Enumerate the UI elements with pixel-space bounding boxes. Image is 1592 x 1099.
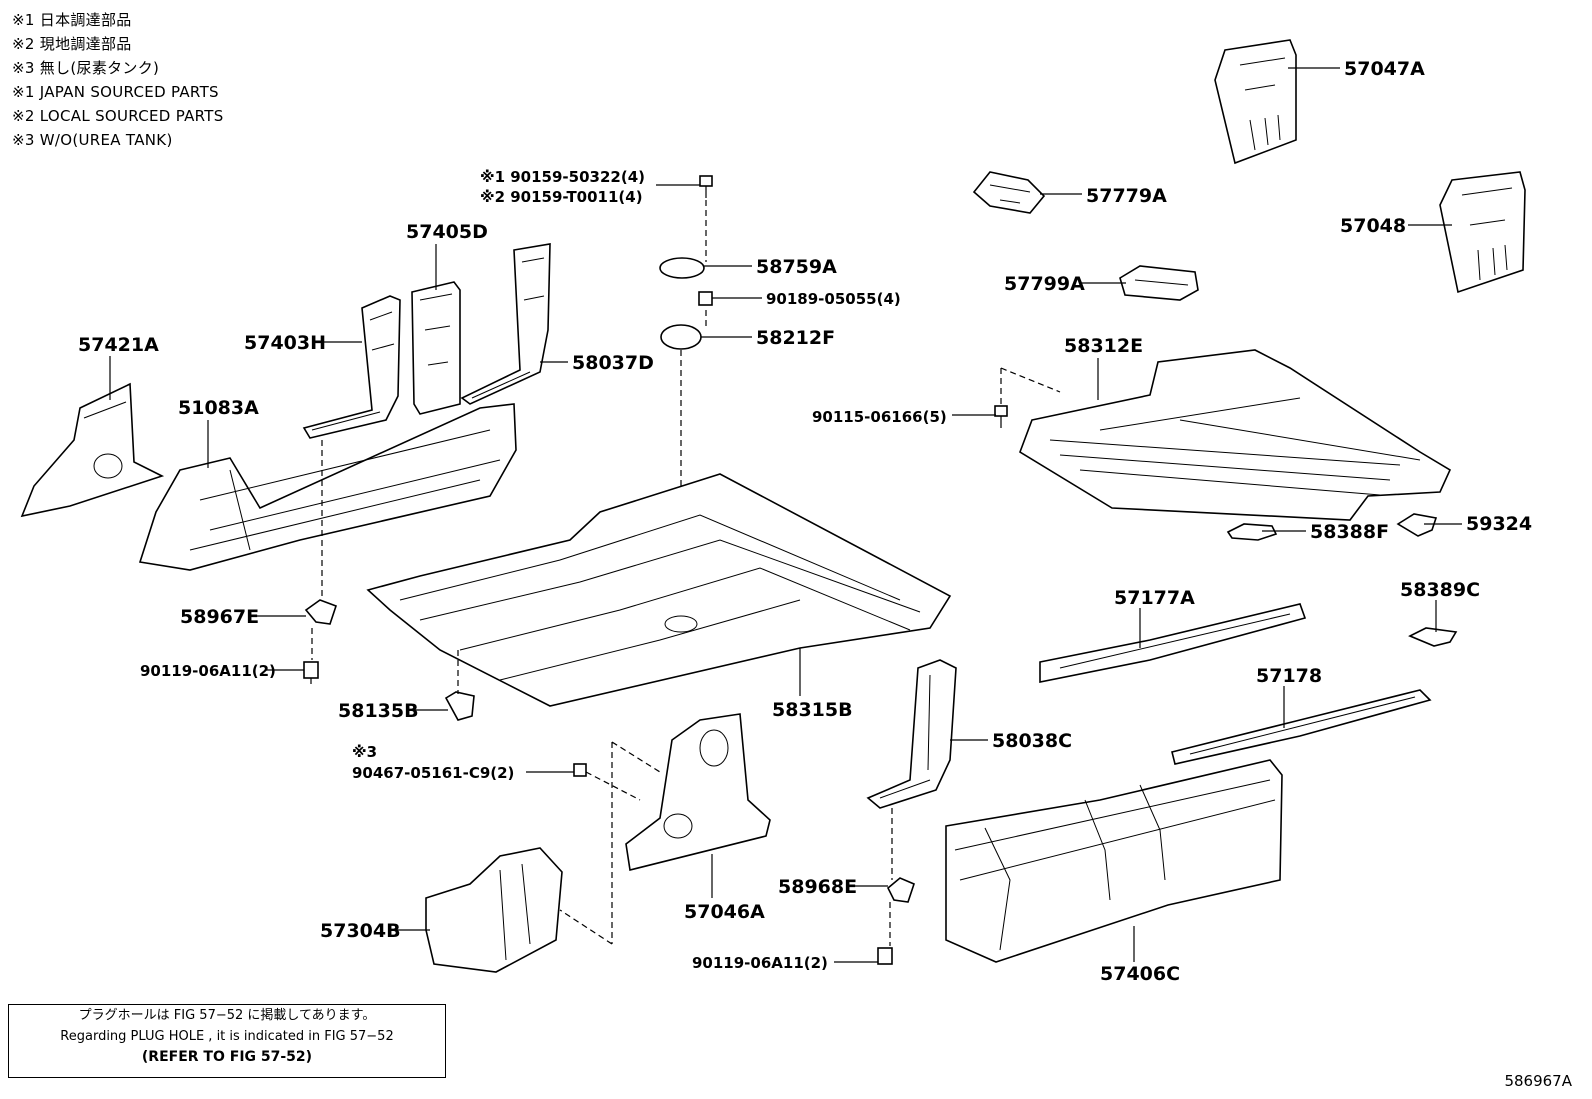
label-58135B[interactable]: 58135B	[338, 700, 419, 722]
legend-line: ※2 現地調達部品	[12, 35, 132, 53]
label-57421A[interactable]: 57421A	[78, 334, 159, 356]
legend-line: ※3 W/O(UREA TANK)	[12, 131, 173, 149]
label-57047A[interactable]: 57047A	[1344, 58, 1425, 80]
part-57047A-drawing[interactable]	[1214, 39, 1297, 165]
part-51083A-drawing[interactable]	[138, 403, 517, 571]
part-58968E-drawing[interactable]	[887, 877, 915, 903]
part-57421A-drawing[interactable]	[20, 382, 165, 518]
label-58967E[interactable]: 58967E	[180, 606, 259, 628]
legend: ※1 日本調達部品 ※2 現地調達部品 ※3 無し(尿素タンク) ※1 JAPA…	[12, 8, 224, 152]
part-58389C-drawing[interactable]	[1408, 627, 1458, 647]
label-58315B[interactable]: 58315B	[772, 699, 853, 721]
part-58135B-drawing[interactable]	[444, 691, 475, 721]
part-58967E-drawing[interactable]	[304, 599, 338, 625]
label-90119-06A11-a[interactable]: 90119-06A11(2)	[140, 662, 276, 680]
part-57799A-drawing[interactable]	[1119, 265, 1199, 301]
part-58212F-drawing[interactable]	[660, 324, 702, 350]
label-57177A[interactable]: 57177A	[1114, 587, 1195, 609]
label-51083A[interactable]: 51083A	[178, 397, 259, 419]
label-90467-05161-C9[interactable]: 90467-05161-C9(2)	[352, 764, 514, 782]
label-57405D[interactable]: 57405D	[406, 221, 488, 243]
label-58388F[interactable]: 58388F	[1310, 521, 1389, 543]
label-90159-T0011[interactable]: ※2 90159-T0011(4)	[480, 188, 643, 206]
label-90115-06166[interactable]: 90115-06166(5)	[812, 408, 947, 426]
part-58759A-drawing[interactable]	[659, 257, 705, 279]
label-57799A[interactable]: 57799A	[1004, 273, 1085, 295]
label-57048[interactable]: 57048	[1340, 215, 1406, 237]
label-57406C[interactable]: 57406C	[1100, 963, 1180, 985]
bolt-90159-drawing[interactable]	[699, 175, 713, 198]
label-57178[interactable]: 57178	[1256, 665, 1322, 687]
part-57048-drawing[interactable]	[1439, 171, 1526, 294]
part-57178-drawing[interactable]	[1171, 689, 1432, 765]
legend-line: ※2 LOCAL SOURCED PARTS	[12, 107, 224, 125]
label-58968E[interactable]: 58968E	[778, 876, 857, 898]
label-58037D[interactable]: 58037D	[572, 352, 654, 374]
label-59324[interactable]: 59324	[1466, 513, 1532, 535]
label-58759A[interactable]: 58759A	[756, 256, 837, 278]
part-57177A-drawing[interactable]	[1039, 603, 1307, 683]
label-57403H[interactable]: 57403H	[244, 332, 326, 354]
part-57046A-drawing[interactable]	[625, 713, 771, 871]
note-jp: プラグホールは FIG 57−52 に掲載してあります。	[78, 1008, 376, 1023]
part-57779A-drawing[interactable]	[972, 171, 1046, 214]
figure-id: 586967A	[1504, 1072, 1572, 1090]
legend-line: ※1 日本調達部品	[12, 11, 132, 29]
note-en: Regarding PLUG HOLE , it is indicated in…	[60, 1029, 394, 1044]
part-57403H-drawing[interactable]	[302, 295, 401, 439]
bolt-90189-drawing[interactable]	[698, 291, 713, 306]
label-57304B[interactable]: 57304B	[320, 920, 401, 942]
bolt-90115-drawing[interactable]	[994, 405, 1008, 428]
label-note-3: ※3	[352, 743, 377, 761]
label-58389C[interactable]: 58389C	[1400, 579, 1480, 601]
label-57779A[interactable]: 57779A	[1086, 185, 1167, 207]
part-59324-drawing[interactable]	[1396, 513, 1438, 537]
part-57304B-drawing[interactable]	[425, 847, 563, 973]
legend-line: ※1 JAPAN SOURCED PARTS	[12, 83, 219, 101]
label-90119-06A11-b[interactable]: 90119-06A11(2)	[692, 954, 828, 972]
bolt-90119a-drawing[interactable]	[303, 661, 319, 684]
bolt-90467-drawing[interactable]	[573, 763, 587, 777]
label-58212F[interactable]: 58212F	[756, 327, 835, 349]
part-58038C-drawing[interactable]	[866, 659, 957, 809]
plug-hole-note: プラグホールは FIG 57−52 に掲載してあります。 Regarding P…	[8, 1004, 446, 1078]
part-58037D-drawing[interactable]	[460, 243, 551, 405]
part-58388F-drawing[interactable]	[1226, 523, 1278, 541]
part-57405D-drawing[interactable]	[411, 281, 461, 415]
part-57406C-drawing[interactable]	[945, 759, 1283, 963]
legend-line: ※3 無し(尿素タンク)	[12, 59, 160, 77]
label-58038C[interactable]: 58038C	[992, 730, 1072, 752]
note-ref[interactable]: (REFER TO FIG 57-52)	[141, 1049, 313, 1065]
label-57046A[interactable]: 57046A	[684, 901, 765, 923]
part-58315B-drawing[interactable]	[366, 473, 952, 707]
part-58312E-drawing[interactable]	[1019, 349, 1452, 521]
label-90159-50322[interactable]: ※1 90159-50322(4)	[480, 168, 645, 186]
label-58312E[interactable]: 58312E	[1064, 335, 1143, 357]
label-90189-05055[interactable]: 90189-05055(4)	[766, 290, 901, 308]
bolt-90119b-drawing[interactable]	[877, 947, 893, 965]
leader-lines	[109, 67, 1462, 963]
